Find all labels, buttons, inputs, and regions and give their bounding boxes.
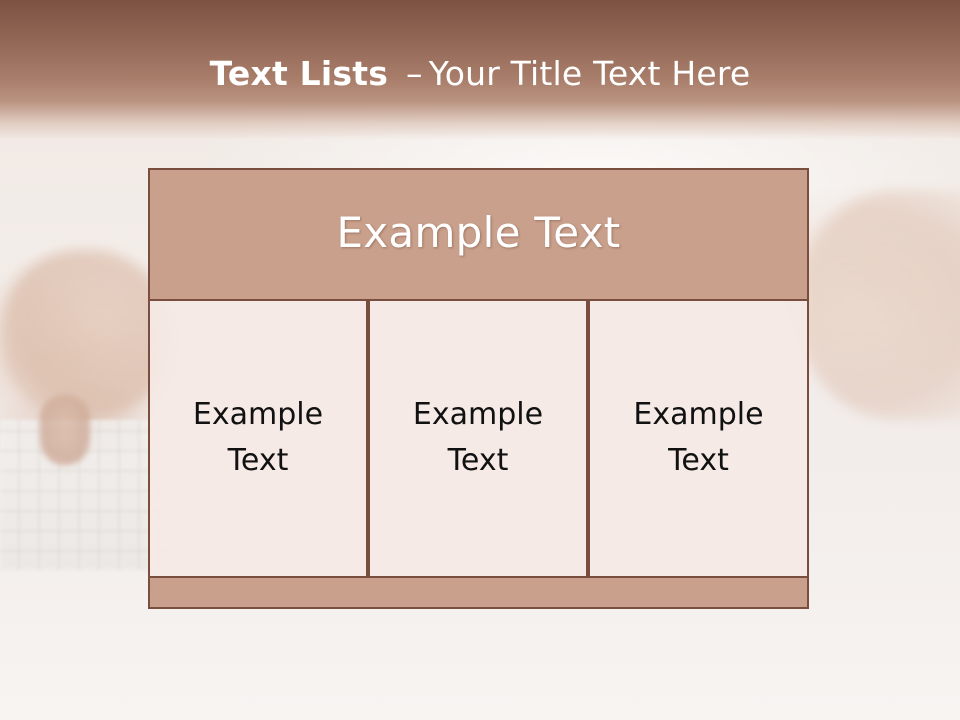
text-list-diagram: Example Text Example Text Example Text E…	[148, 168, 809, 609]
slide-title: Text Lists–Your Title Text Here	[0, 52, 960, 96]
diagram-header-box: Example Text	[148, 168, 809, 301]
diagram-footer-bar	[148, 576, 809, 609]
diagram-cell-3-text: Example Text	[633, 396, 764, 478]
diagram-cell-2-text: Example Text	[412, 396, 544, 478]
title-bold-part: Text Lists	[209, 54, 389, 93]
background-hand	[0, 250, 170, 420]
title-dash: –	[406, 54, 423, 93]
background-finger	[40, 395, 90, 465]
background-arm	[800, 190, 960, 420]
diagram-header-text: Example Text	[336, 208, 621, 257]
title-band	[0, 0, 960, 140]
diagram-cell-3: Example Text	[588, 299, 809, 578]
diagram-cell-1: Example Text	[148, 299, 368, 578]
diagram-cell-2: Example Text	[368, 299, 588, 578]
title-rest-part: Your Title Text Here	[428, 54, 751, 93]
diagram-cell-1-text: Example Text	[192, 396, 324, 478]
